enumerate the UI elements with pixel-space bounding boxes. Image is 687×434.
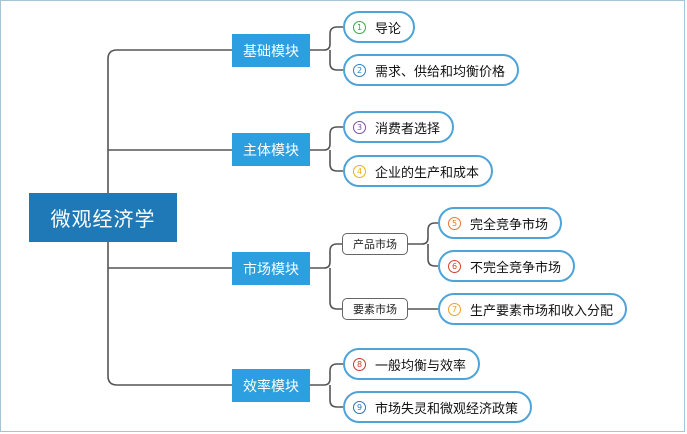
number-icon: 6 (448, 259, 461, 273)
number-icon: 5 (448, 216, 461, 230)
leaf-node: 5 完全竞争市场 (438, 207, 563, 239)
leaf-label: 生产要素市场和收入分配 (470, 303, 614, 319)
leaf-label: 完全竞争市场 (470, 217, 549, 233)
leaf-label: 需求、供给和均衡价格 (375, 64, 506, 80)
leaf-label: 消费者选择 (375, 121, 441, 137)
module-foundation: 基础模块 (232, 34, 310, 67)
leaf-node: 2 需求、供给和均衡价格 (343, 54, 520, 86)
number-icon: 1 (353, 20, 366, 34)
leaf-node: 1 导论 (343, 11, 416, 43)
submodule-product-market: 产品市场 (342, 233, 408, 255)
module-efficiency: 效率模块 (232, 369, 310, 402)
leaf-node: 3 消费者选择 (343, 111, 455, 143)
leaf-node: 6 不完全竞争市场 (438, 250, 576, 282)
number-icon: 4 (353, 164, 366, 178)
number-icon: 2 (353, 63, 366, 77)
leaf-node: 7 生产要素市场和收入分配 (438, 293, 628, 325)
module-markets: 市场模块 (232, 252, 310, 285)
number-icon: 8 (353, 357, 366, 371)
leaf-node: 8 一般均衡与效率 (343, 348, 481, 380)
number-icon: 3 (353, 120, 366, 134)
module-agents: 主体模块 (232, 133, 310, 166)
number-icon: 9 (353, 400, 366, 414)
root-node: 微观经济学 (29, 193, 177, 242)
leaf-label: 企业的生产和成本 (375, 165, 480, 181)
leaf-node: 9 市场失灵和微观经济政策 (343, 391, 533, 423)
leaf-label: 一般均衡与效率 (375, 358, 467, 374)
leaf-node: 4 企业的生产和成本 (343, 155, 494, 187)
leaf-label: 市场失灵和微观经济政策 (375, 401, 519, 417)
leaf-label: 不完全竞争市场 (470, 260, 562, 276)
leaf-label: 导论 (375, 21, 402, 37)
submodule-factor-market: 要素市场 (342, 298, 408, 320)
number-icon: 7 (448, 302, 461, 316)
